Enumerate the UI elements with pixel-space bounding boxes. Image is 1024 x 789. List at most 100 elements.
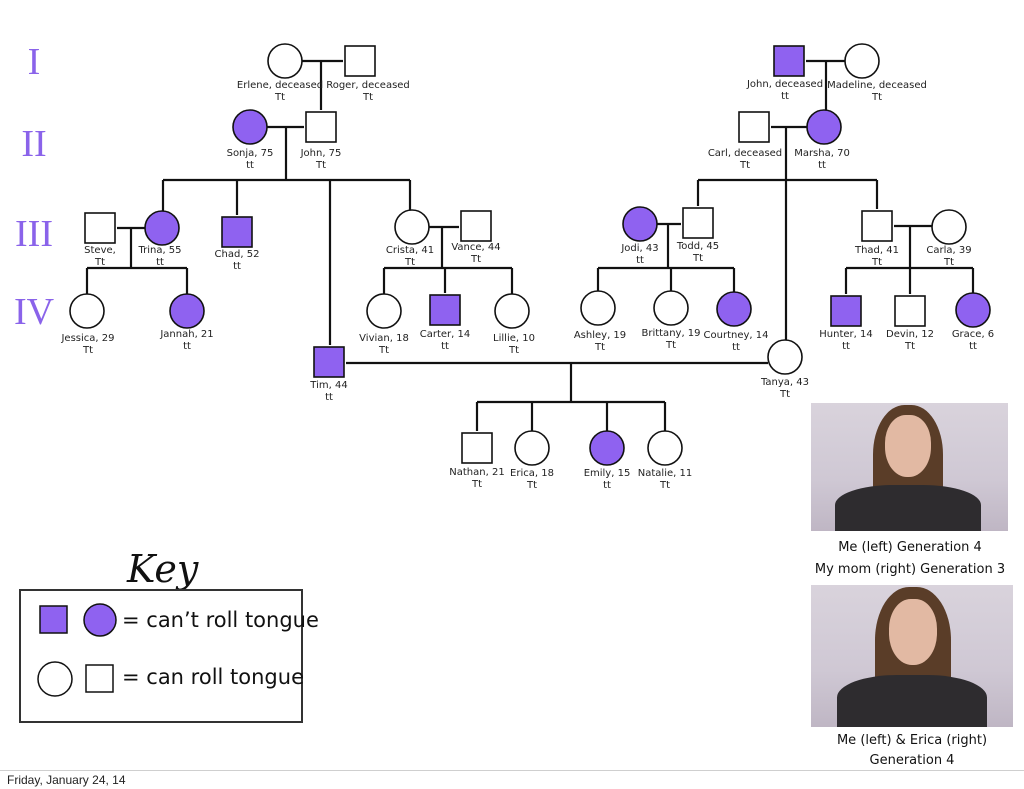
person-name-label: Ashley, 19: [574, 330, 626, 341]
generation-label: I: [28, 41, 41, 83]
key-unaffected-text: = can roll tongue: [122, 665, 304, 689]
photo2-caption-line2: Generation 4: [869, 753, 955, 768]
person-genotype-label: Tt: [526, 480, 537, 491]
key-symbols: [37, 603, 117, 697]
person-genotype-label: Tt: [404, 257, 415, 268]
key-affected-circle: [83, 603, 117, 637]
person-name-label: Carter, 14: [420, 329, 471, 340]
person-name-label: Sonja, 75: [227, 148, 274, 159]
person-node-brittany: [653, 290, 689, 326]
person-node-madeline: [844, 43, 880, 79]
person-genotype-label: Tt: [378, 345, 389, 356]
person-genotype-label: Tt: [779, 389, 790, 400]
person-genotype-label: tt: [842, 341, 850, 352]
person-name-label: Jessica, 29: [60, 333, 114, 344]
person-genotype-label: Tt: [508, 345, 519, 356]
person-genotype-label: tt: [441, 341, 449, 352]
person-node-vance: [460, 210, 492, 242]
person-genotype-label: Tt: [94, 257, 105, 268]
person-node-roger: [344, 45, 376, 77]
person-genotype-label: Tt: [904, 341, 915, 352]
person-genotype-label: Tt: [871, 257, 882, 268]
person-genotype-label: tt: [818, 160, 826, 171]
person-node-trina: [144, 210, 180, 246]
person-name-label: Steve,: [84, 245, 116, 256]
person-genotype-label: Tt: [471, 479, 482, 490]
person-node-jannah: [169, 293, 205, 329]
person-genotype-label: Tt: [315, 160, 326, 171]
person-node-erlene: [267, 43, 303, 79]
person-node-natalie: [647, 430, 683, 466]
key-affected-text: = can’t roll tongue: [122, 608, 319, 632]
person-node-erica: [514, 430, 550, 466]
person-name-label: Crista, 41: [386, 245, 434, 256]
person-name-label: Thad, 41: [854, 245, 899, 256]
person-genotype-label: Tt: [665, 340, 676, 351]
person-name-label: Tim, 44: [309, 380, 347, 391]
generation-label: III: [15, 213, 53, 255]
person-name-label: Jannah, 21: [159, 329, 213, 340]
person-node-devin: [894, 295, 926, 327]
person-genotype-label: tt: [781, 91, 789, 102]
person-name-label: Todd, 45: [676, 241, 719, 252]
person-node-hunter: [830, 295, 862, 327]
person-genotype-label: Tt: [739, 160, 750, 171]
person-genotype-label: Tt: [362, 92, 373, 103]
footer-bar: Friday, January 24, 14: [0, 770, 1024, 789]
person-genotype-label: tt: [156, 257, 164, 268]
person-name-label: Erlene, deceased: [237, 80, 323, 91]
person-node-emily: [589, 430, 625, 466]
person-node-sonja: [232, 109, 268, 145]
person-name-label: Jodi, 43: [620, 243, 658, 254]
person-name-label: Madeline, deceased: [827, 80, 927, 91]
person-node-courtney: [716, 291, 752, 327]
person-genotype-label: Tt: [274, 92, 285, 103]
person-genotype-label: tt: [732, 342, 740, 353]
person-genotype-label: Tt: [594, 342, 605, 353]
person-node-carl: [738, 111, 770, 143]
generation-label: II: [21, 123, 46, 165]
key-unaffected-square: [85, 664, 114, 693]
person-node-jessica: [69, 293, 105, 329]
person-name-label: Hunter, 14: [819, 329, 872, 340]
person-node-nathan: [461, 432, 493, 464]
person-genotype-label: tt: [969, 341, 977, 352]
person-node-lillie: [494, 293, 530, 329]
person-name-label: Courtney, 14: [704, 330, 769, 341]
photo1-caption-line2: My mom (right) Generation 3: [814, 562, 1006, 577]
person-name-label: Marsha, 70: [794, 148, 850, 159]
person-name-label: Roger, deceased: [326, 80, 410, 91]
generation-label: IV: [14, 291, 55, 333]
person-genotype-label: tt: [325, 392, 333, 403]
person-node-thad: [861, 210, 893, 242]
person-genotype-label: Tt: [470, 254, 481, 265]
person-genotype-label: Tt: [659, 480, 670, 491]
person-node-johnd: [773, 45, 805, 77]
person-node-carter: [429, 294, 461, 326]
photo2-caption-line1: Me (left) & Erica (right): [836, 733, 988, 748]
person-genotype-label: Tt: [692, 253, 703, 264]
person-name-label: Emily, 15: [584, 468, 631, 479]
person-name-label: Grace, 6: [952, 329, 994, 340]
person-name-label: Nathan, 21: [449, 467, 504, 478]
person-node-chad: [221, 216, 253, 248]
person-name-label: Vivian, 18: [359, 333, 409, 344]
person-genotype-label: Tt: [82, 345, 93, 356]
person-genotype-label: tt: [183, 341, 191, 352]
person-genotype-label: Tt: [943, 257, 954, 268]
person-name-label: Erica, 18: [510, 468, 554, 479]
person-genotype-label: tt: [636, 255, 644, 266]
person-node-crista: [394, 209, 430, 245]
key-affected-square: [39, 605, 68, 634]
person-node-ashley: [580, 290, 616, 326]
key-unaffected-circle: [37, 661, 73, 697]
person-node-grace: [955, 292, 991, 328]
person-name-label: Brittany, 19: [641, 328, 700, 339]
photo-me-and-erica: [811, 585, 1013, 727]
person-name-label: Vance, 44: [451, 242, 500, 253]
person-node-tanya: [767, 339, 803, 375]
person-name-label: John, 75: [300, 148, 342, 159]
person-genotype-label: tt: [233, 261, 241, 272]
photo1-caption-line1: Me (left) Generation 4: [838, 540, 982, 555]
